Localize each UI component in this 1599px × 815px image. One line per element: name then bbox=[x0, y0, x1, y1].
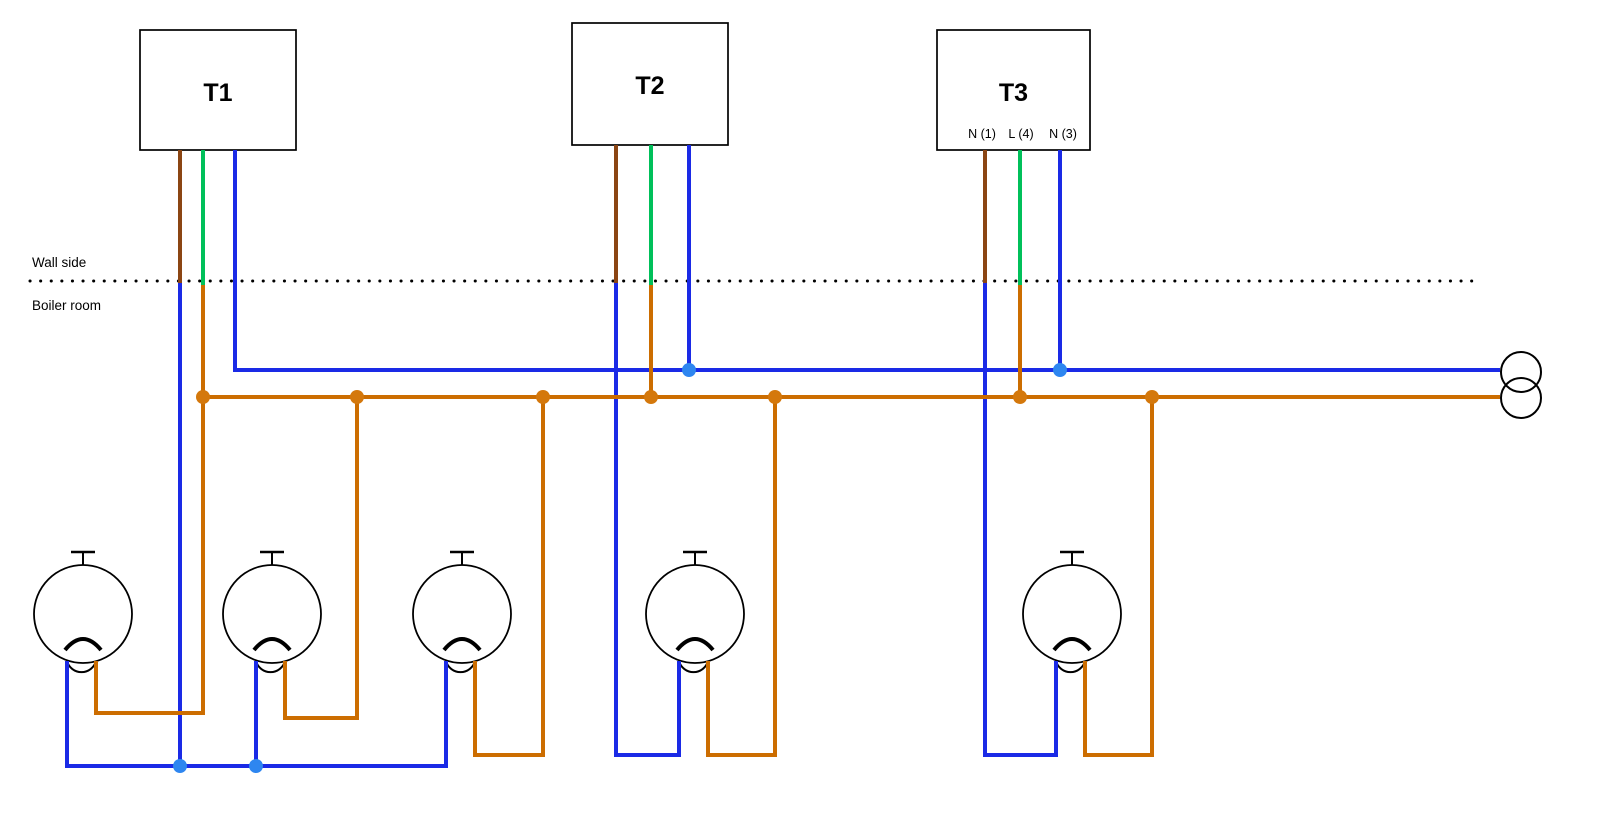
junction-dot-blue bbox=[1053, 363, 1067, 377]
labels-layer: Wall side Boiler room bbox=[32, 255, 101, 313]
valves-layer bbox=[33, 550, 1122, 674]
thermostats-layer: T1 T2 T3 N (1) L (4) N (3) bbox=[139, 22, 1091, 151]
valve-inner-arc bbox=[442, 637, 482, 652]
wire-blue bbox=[233, 150, 1500, 372]
valve-inner-arc bbox=[63, 637, 103, 652]
thermostat-outline bbox=[936, 29, 1091, 151]
valve-symbol bbox=[645, 550, 745, 674]
junction-dot-blue bbox=[249, 759, 263, 773]
wire-blue bbox=[983, 283, 1058, 757]
junctions-layer bbox=[173, 363, 1159, 773]
junction-dot-orange bbox=[644, 390, 658, 404]
wire-orange bbox=[283, 397, 359, 720]
valve-inner-arc bbox=[252, 637, 292, 652]
terminal-label: N (1) bbox=[968, 127, 996, 141]
valve-symbol bbox=[222, 550, 322, 674]
thermostat-box-t3: T3 N (1) L (4) N (3) bbox=[936, 29, 1091, 151]
thermostat-outline bbox=[139, 29, 297, 151]
valve-inner-arc bbox=[675, 637, 715, 652]
terminal-label: L (4) bbox=[1008, 127, 1033, 141]
wire-orange bbox=[94, 285, 205, 715]
valve-body bbox=[222, 564, 322, 664]
junction-dot-orange bbox=[536, 390, 550, 404]
wire-orange bbox=[706, 397, 777, 757]
valve-symbol bbox=[412, 550, 512, 674]
wire-orange bbox=[473, 397, 545, 757]
valve-body bbox=[1022, 564, 1122, 664]
valve-symbol bbox=[33, 550, 133, 674]
valve-body bbox=[412, 564, 512, 664]
thermostat-box-t2: T2 bbox=[571, 22, 729, 146]
boiler-room-label: Boiler room bbox=[32, 298, 101, 313]
junction-dot-orange bbox=[1013, 390, 1027, 404]
wires-layer bbox=[65, 145, 1500, 768]
valve-body bbox=[645, 564, 745, 664]
thermostat-label: T3 bbox=[999, 79, 1028, 107]
valve-symbol bbox=[1022, 550, 1122, 674]
wire-blue bbox=[614, 283, 681, 757]
valve-body bbox=[33, 564, 133, 664]
junction-dot-orange bbox=[196, 390, 210, 404]
junction-dot-blue bbox=[682, 363, 696, 377]
terminal-label: N (3) bbox=[1049, 127, 1077, 141]
wall-side-label: Wall side bbox=[32, 255, 86, 270]
junction-dot-orange bbox=[768, 390, 782, 404]
wire-orange bbox=[1083, 397, 1154, 757]
junction-dot-orange bbox=[1145, 390, 1159, 404]
source-coil-top bbox=[1500, 351, 1542, 393]
junction-dot-orange bbox=[350, 390, 364, 404]
boundary-and-source-layer bbox=[28, 279, 1542, 419]
thermostat-outline bbox=[571, 22, 729, 146]
power-source-icon bbox=[1500, 351, 1542, 419]
thermostat-label: T1 bbox=[203, 79, 232, 107]
thermostat-box-t1: T1 bbox=[139, 29, 297, 151]
source-coil-bottom bbox=[1500, 377, 1542, 419]
junction-dot-blue bbox=[173, 759, 187, 773]
thermostat-label: T2 bbox=[635, 72, 664, 100]
valve-inner-arc bbox=[1052, 637, 1092, 652]
